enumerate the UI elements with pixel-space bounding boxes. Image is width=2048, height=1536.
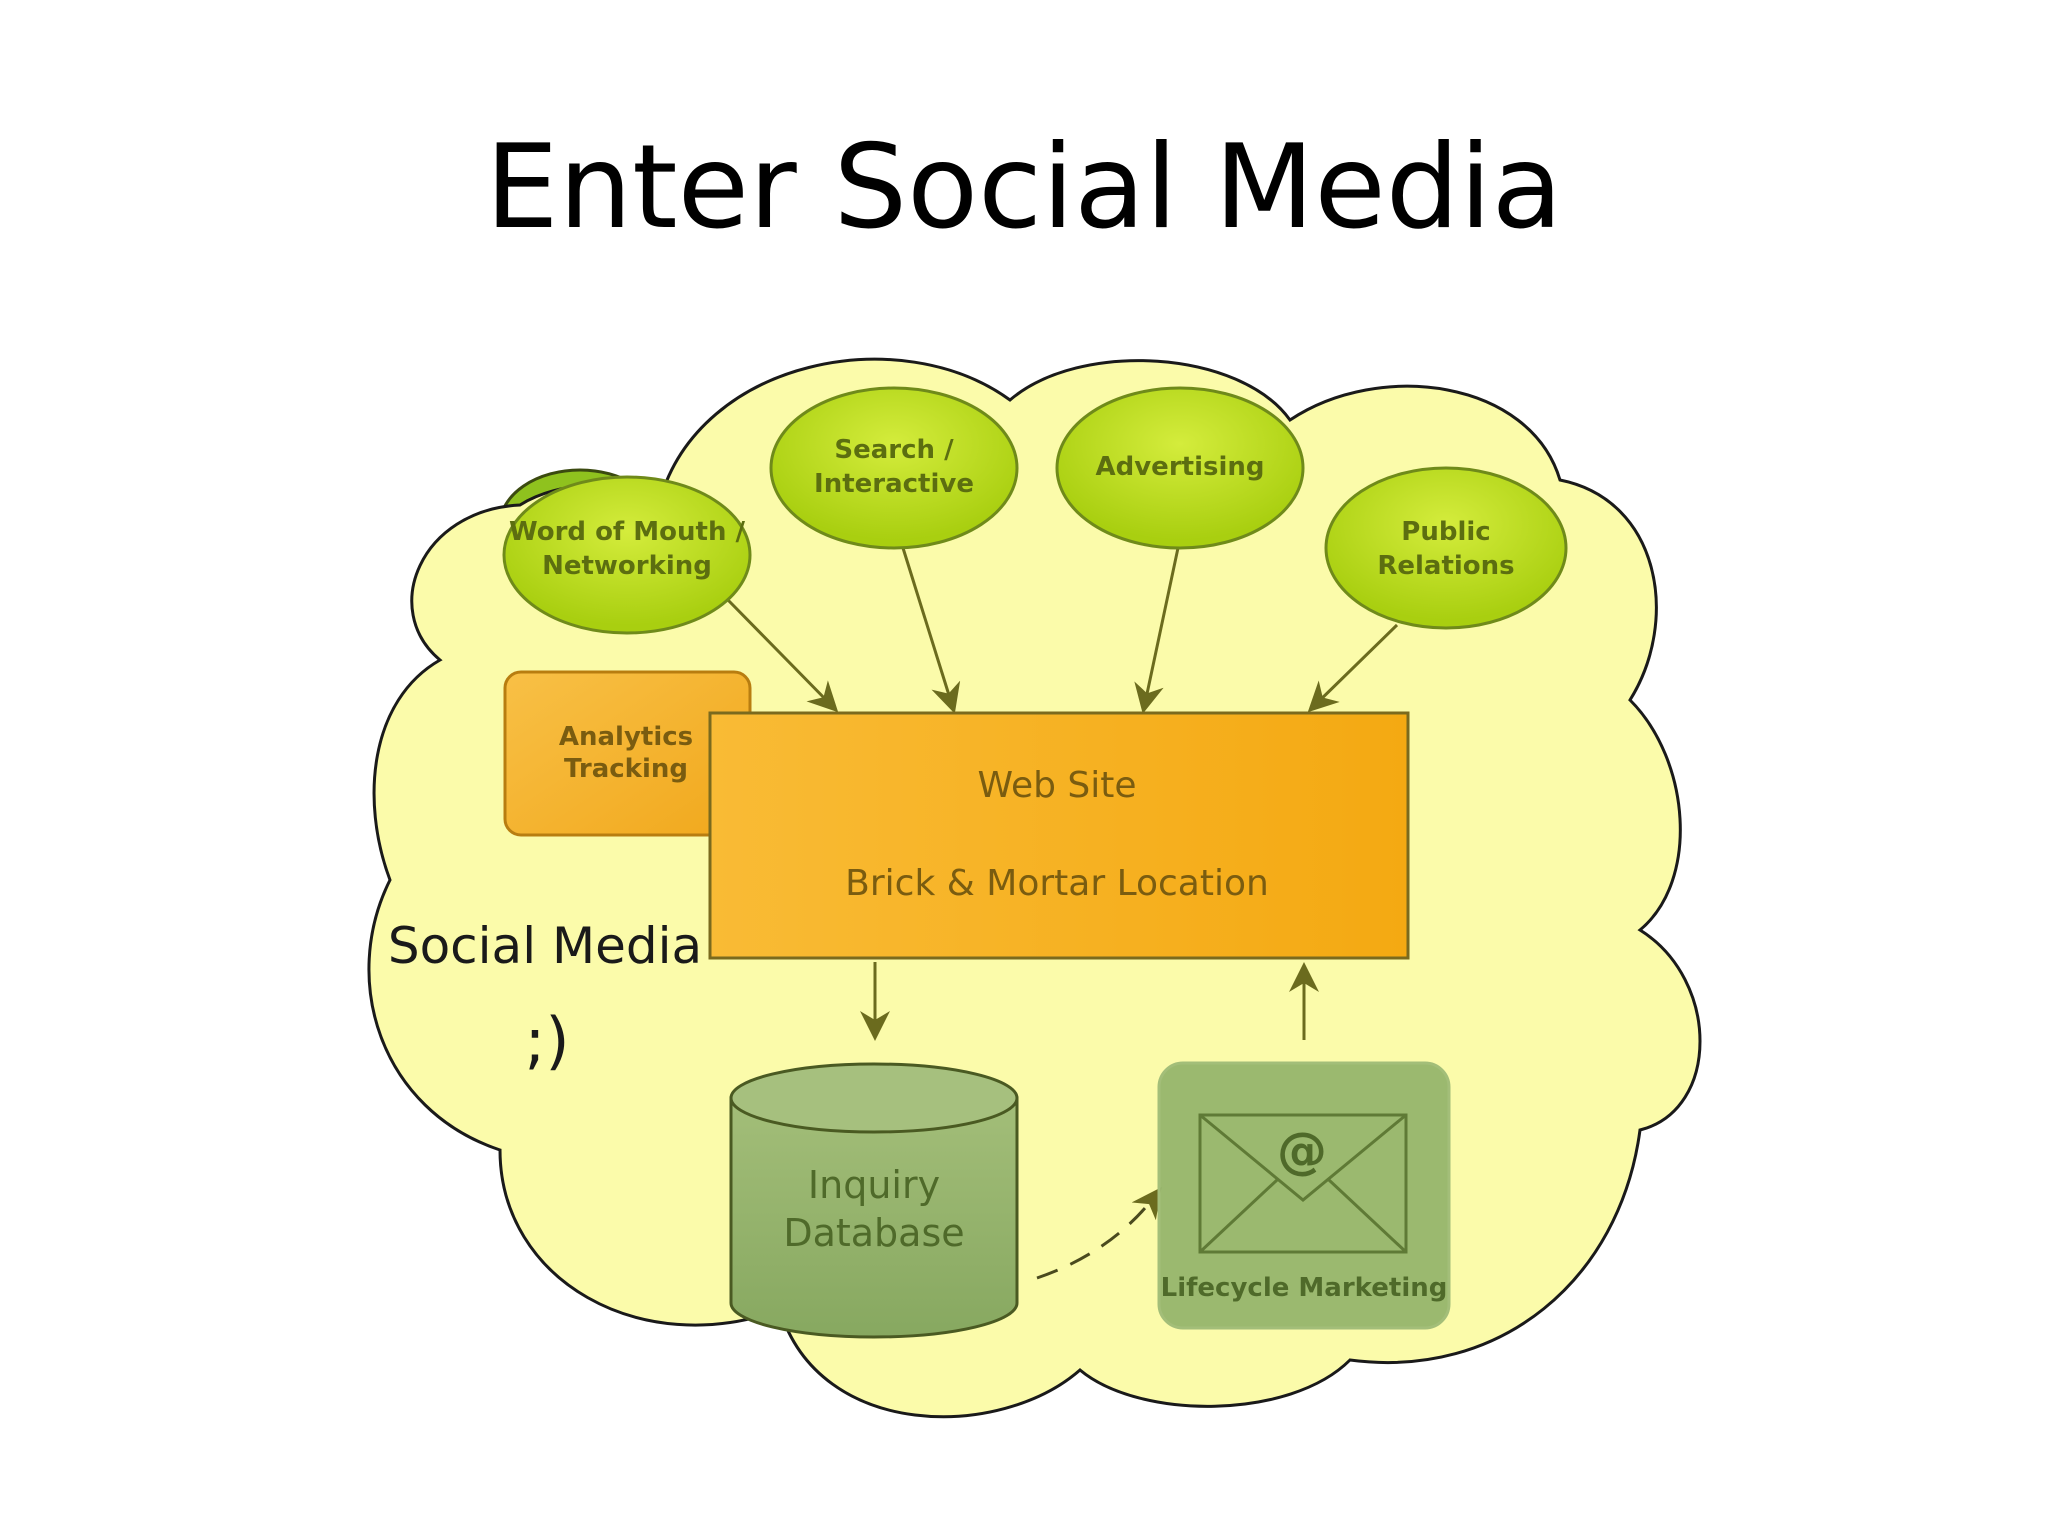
slide-title: Enter Social Media <box>485 120 1563 255</box>
arrow-advertising-to-hub <box>1134 547 1180 714</box>
source-search-interactive: Search / Interactive <box>769 386 1019 550</box>
analytics-label-line1: Analytics <box>559 722 693 752</box>
database-label-line1: Inquiry <box>808 1163 940 1207</box>
marketing-label: Lifecycle Marketing <box>1161 1273 1448 1303</box>
at-symbol: @ <box>1277 1122 1327 1180</box>
database-label-line2: Database <box>783 1211 964 1255</box>
lifecycle-marketing-box: @ Lifecycle Marketing <box>1157 1061 1451 1330</box>
source-label-line1: Word of Mouth / <box>509 517 746 547</box>
source-label-line1: Search / <box>834 435 954 465</box>
arrow-pr-to-hub <box>1307 623 1399 713</box>
hub-label-brick-mortar: Brick & Mortar Location <box>845 863 1269 904</box>
source-label-line1: Advertising <box>1096 452 1265 482</box>
analytics-label-line2: Tracking <box>564 754 688 784</box>
arrow-search-to-hub <box>901 547 961 714</box>
hub-label-web-site: Web Site <box>977 765 1136 806</box>
hub-box: Web Site Brick & Mortar Location <box>708 711 1410 960</box>
envelope-icon <box>1198 1113 1408 1254</box>
source-label-line2: Networking <box>542 551 712 581</box>
cloud-emoticon: ;) <box>524 1004 569 1077</box>
source-word-of-mouth: Word of Mouth / Networking <box>502 475 752 635</box>
inquiry-database: Inquiry Database <box>729 1062 1019 1339</box>
source-advertising: Advertising <box>1055 386 1305 550</box>
cloud-label: Social Media <box>388 917 702 975</box>
source-label-line2: Relations <box>1377 551 1514 581</box>
analytics-tracking-box: Analytics Tracking <box>503 670 752 837</box>
source-label-line1: Public <box>1401 517 1490 547</box>
source-public-relations: Public Relations <box>1324 466 1568 630</box>
arrow-wom-to-hub <box>726 598 839 713</box>
source-label-line2: Interactive <box>814 469 974 499</box>
arrow-database-to-marketing <box>1036 1187 1162 1280</box>
